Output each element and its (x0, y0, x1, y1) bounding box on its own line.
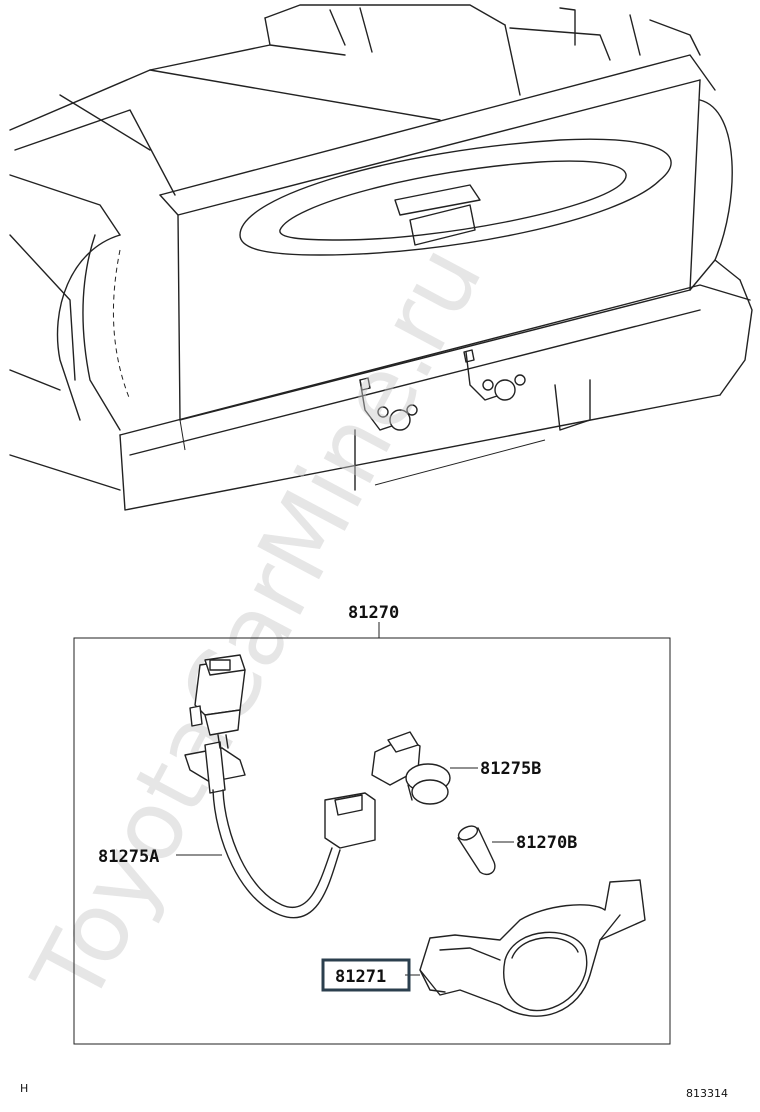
wire-harness-part (184, 654, 376, 919)
assembly-box (73, 622, 671, 1045)
lens-part (419, 879, 646, 1017)
footer-diagram-number: 813314 (686, 1087, 728, 1100)
part-label-81275A[interactable]: 81275A (98, 847, 159, 867)
part-label-81270B[interactable]: 81270B (516, 833, 577, 853)
part-label-81270[interactable]: 81270 (348, 603, 399, 623)
bulb-part (457, 825, 496, 876)
truck-rear-illustration (9, 4, 753, 511)
footer-left-code: H (20, 1082, 28, 1095)
socket-part (371, 731, 451, 805)
part-label-81271[interactable]: 81271 (335, 967, 386, 987)
part-label-81275B[interactable]: 81275B (480, 759, 541, 779)
part-label-highlight-box (321, 958, 411, 992)
